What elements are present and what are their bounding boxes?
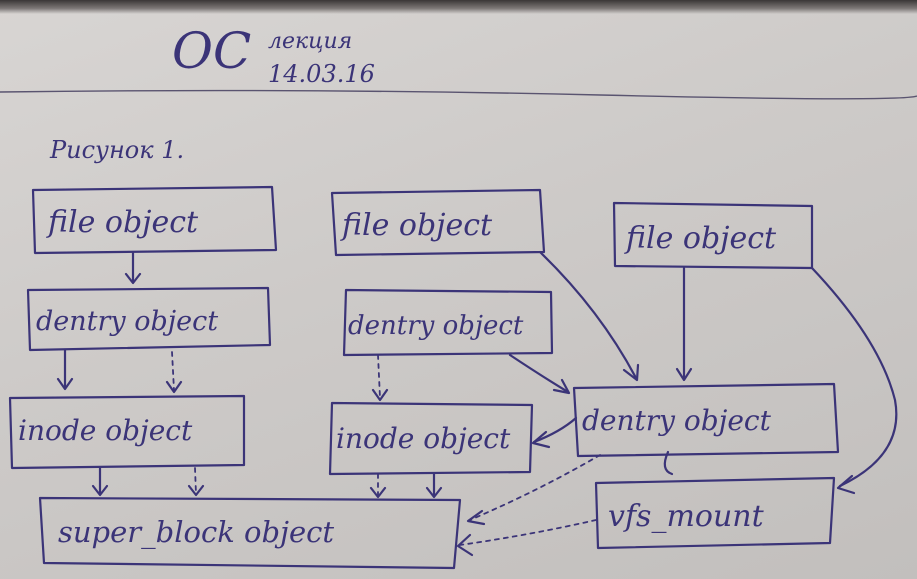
box-mid-file: file object	[330, 188, 546, 257]
lecture-date: 14.03.16	[268, 60, 375, 88]
box-superblock-label: super_block object	[58, 515, 334, 550]
box-right-dentry-label: dentry object	[582, 404, 772, 437]
arrow-right-file-to-dentry	[675, 266, 693, 382]
header-rule-line	[0, 89, 917, 100]
lecture-title: ОС	[172, 22, 251, 80]
arrow-left-dentry-to-inode	[56, 348, 74, 391]
arrow-right-dentry-to-superblock-dashed	[466, 454, 601, 526]
arrow-right-file-to-vfsmount	[810, 266, 898, 495]
box-mid-dentry: dentry object	[342, 288, 554, 357]
box-vfsmount-label: vfs_mount	[608, 499, 765, 534]
box-left-inode: inode object	[8, 394, 246, 470]
arrow-mid-file-to-right-dentry	[538, 250, 640, 382]
box-right-file: file object	[612, 201, 814, 270]
box-mid-inode: inode object	[328, 401, 534, 476]
box-superblock: super_block object	[38, 496, 462, 570]
arrow-mid-inode-to-superblock-dashed	[369, 473, 387, 499]
box-left-inode-label: inode object	[18, 414, 193, 447]
box-left-dentry-label: dentry object	[36, 306, 218, 337]
figure-caption: Рисунок 1.	[49, 136, 184, 164]
box-mid-file-label: file object	[340, 208, 493, 243]
box-right-dentry: dentry object	[572, 382, 840, 458]
box-vfsmount: vfs_mount	[594, 476, 836, 550]
box-right-file-label: file object	[624, 221, 777, 256]
stroke-right-dentry-tail	[663, 450, 674, 476]
arrow-left-inode-to-superblock	[91, 466, 109, 497]
table-edge-shadow	[0, 0, 917, 14]
arrow-right-dentry-to-mid-inode	[531, 416, 578, 449]
box-mid-dentry-label: dentry object	[348, 311, 524, 341]
arrow-mid-dentry-to-inode-dashed	[371, 354, 389, 402]
box-left-file-label: file object	[46, 205, 199, 240]
box-left-dentry: dentry object	[26, 286, 272, 352]
lecture-subtitle: лекция	[268, 29, 352, 54]
arrow-left-file-to-dentry	[124, 251, 142, 285]
arrow-left-dentry-to-inode-dashed	[165, 351, 183, 394]
arrow-left-inode-to-superblock-dashed	[187, 467, 205, 497]
box-left-file: file object	[31, 185, 278, 255]
arrow-vfsmount-to-superblock-dashed	[456, 519, 597, 557]
arrow-mid-inode-to-superblock	[425, 472, 443, 499]
box-mid-inode-label: inode object	[336, 422, 511, 455]
arrow-mid-dentry-to-right-dentry	[508, 353, 571, 395]
